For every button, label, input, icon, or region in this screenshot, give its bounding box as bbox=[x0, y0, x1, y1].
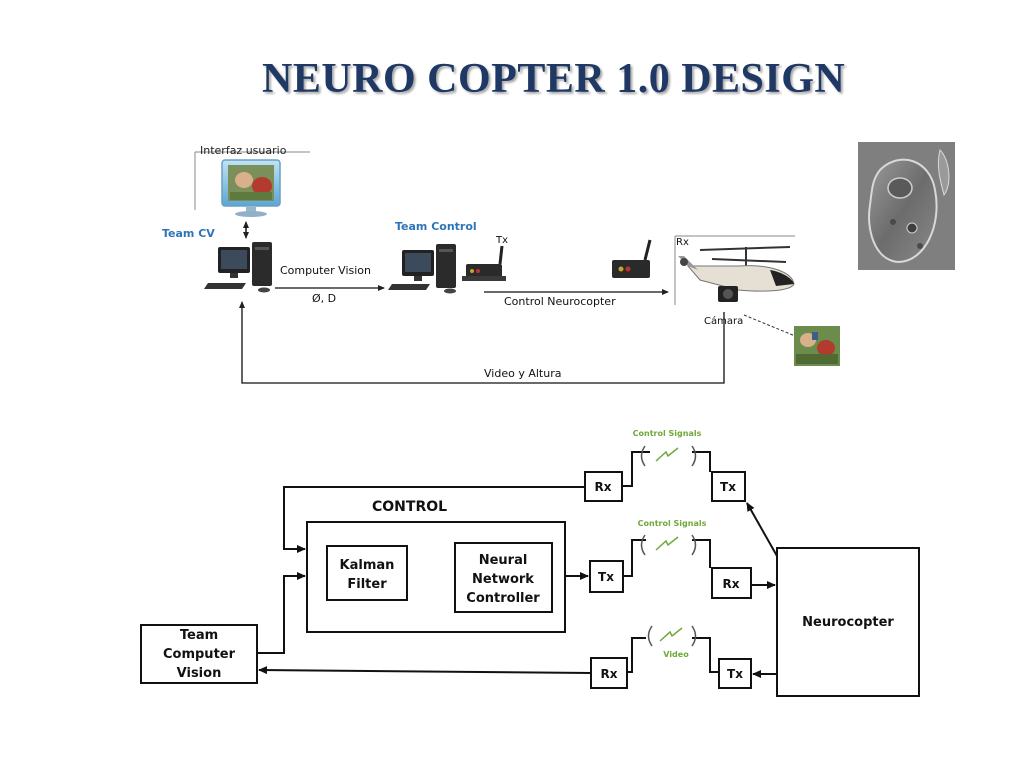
team-computer-vision-box bbox=[140, 624, 258, 684]
control-signals-label-2: Control Signals bbox=[638, 519, 707, 528]
video-altura-feedback-arrow bbox=[239, 301, 725, 384]
kalman-label-1: Kalman bbox=[340, 558, 395, 573]
team-cv-label: Team CV bbox=[162, 227, 215, 240]
video-altura-label: Video y Altura bbox=[484, 367, 561, 380]
camera-view-line bbox=[743, 314, 801, 339]
neurocopter-label: Neurocopter bbox=[802, 615, 894, 630]
nn-label-1: Neural bbox=[479, 553, 528, 568]
control-signals-label-1: Control Signals bbox=[633, 429, 702, 438]
transmitter-icon bbox=[462, 245, 506, 281]
wireless-link-video: Video bbox=[627, 625, 719, 673]
control-neurocopter-label: Control Neurocopter bbox=[504, 295, 616, 308]
rx-top-label: Rx bbox=[595, 480, 612, 494]
rx-frame-line bbox=[674, 235, 795, 305]
team-cv-computer-icon bbox=[204, 242, 272, 293]
tx-box-top bbox=[711, 471, 746, 502]
receiver-icon bbox=[612, 239, 652, 278]
user-interface-monitor-icon bbox=[221, 159, 281, 217]
team-cv-label-2: Computer bbox=[163, 647, 236, 662]
interfaz-frame-line bbox=[194, 151, 310, 210]
wireless-link-top: Control Signals bbox=[622, 429, 711, 487]
computer-vision-label: Computer Vision bbox=[280, 264, 371, 277]
top-diagram: Interfaz usuario Team CV bbox=[162, 144, 840, 384]
rx-label-top: Rx bbox=[676, 237, 689, 248]
control-title: CONTROL bbox=[372, 499, 447, 515]
nn-label-2: Network bbox=[472, 572, 534, 587]
tx-box-bottom bbox=[718, 658, 752, 689]
kalman-label-2: Filter bbox=[347, 577, 387, 592]
bottom-diagram: CONTROL Kalman Filter Neural Network Con… bbox=[140, 429, 920, 697]
nn-label-3: Controller bbox=[466, 591, 540, 606]
tx-box-mid bbox=[589, 560, 624, 593]
neurocopter-box bbox=[776, 547, 920, 697]
interfaz-usuario-label: Interfaz usuario bbox=[200, 144, 287, 157]
kalman-filter-box bbox=[326, 545, 408, 601]
team-control-computer-icon bbox=[388, 244, 456, 294]
rx-mid-label: Rx bbox=[723, 577, 740, 591]
helicopter-icon bbox=[678, 246, 795, 292]
rx-bottom-label: Rx bbox=[601, 667, 618, 681]
team-control-label: Team Control bbox=[395, 220, 477, 233]
slide-title: NEURO COPTER 1.0 DESIGN bbox=[262, 56, 846, 102]
video-signal-label: Video bbox=[663, 650, 689, 659]
neural-network-controller-box bbox=[454, 542, 553, 613]
camera-icon bbox=[718, 286, 738, 302]
rx-top-to-control-arrow bbox=[283, 486, 585, 553]
phi-d-label: Ø, D bbox=[312, 292, 336, 305]
tx-mid-label: Tx bbox=[598, 570, 614, 584]
neuron-cell-image bbox=[858, 142, 955, 270]
team-cv-to-control-arrow bbox=[257, 572, 306, 654]
tx-bottom-label: Tx bbox=[727, 667, 743, 681]
wireless-link-mid: Control Signals bbox=[623, 519, 711, 577]
camera-photo-image bbox=[794, 326, 840, 366]
rx-box-mid bbox=[711, 567, 752, 599]
team-cv-label-3: Vision bbox=[177, 666, 222, 681]
neurocopter-to-tx-top-arrow bbox=[746, 502, 778, 557]
tx-label-top: Tx bbox=[495, 235, 508, 246]
rx-bottom-to-team-cv-arrow bbox=[258, 666, 592, 675]
tx-top-label: Tx bbox=[720, 480, 736, 494]
team-cv-label-1: Team bbox=[180, 628, 218, 643]
